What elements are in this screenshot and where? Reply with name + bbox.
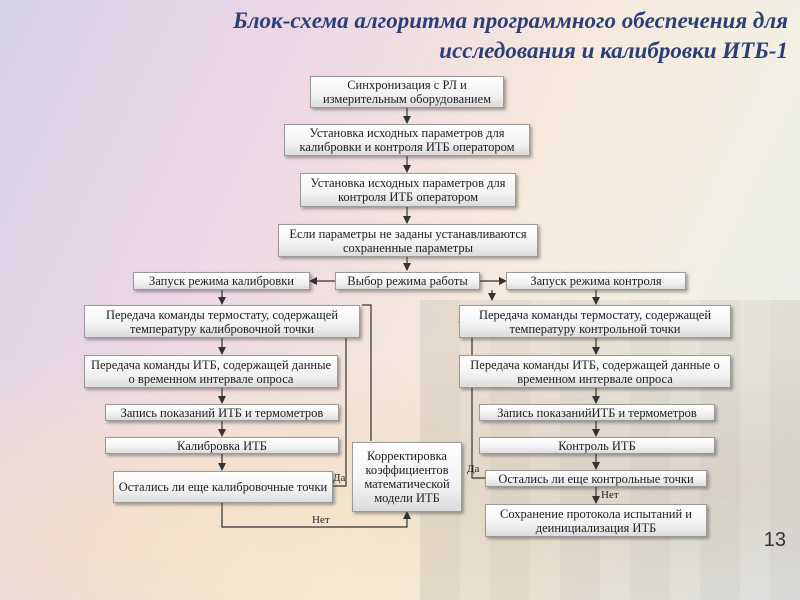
arrow-ctrl-yes-loop	[458, 318, 485, 479]
node-ctrl-itb-command: Передача команды ИТБ, содержащей данные …	[459, 355, 731, 388]
node-sync: Синхронизация с РЛ и измерительным обору…	[310, 76, 504, 108]
node-start-control: Запуск режима контроля	[506, 272, 686, 290]
node-ctrl-record-readings: Запись показанийИТБ и термометров	[479, 404, 715, 421]
title-line-1: Блок-схема алгоритма программного обеспе…	[233, 8, 788, 33]
slide-title: Блок-схема алгоритма программного обеспе…	[128, 6, 788, 66]
node-calib-thermostat-command: Передача команды термостату, содержащей …	[84, 305, 360, 338]
node-setup-calib-control: Установка исходных параметров для калибр…	[284, 124, 530, 156]
node-calibration: Калибровка ИТБ	[105, 437, 339, 454]
node-ctrl-thermostat-command: Передача команды термостату, содержащей …	[459, 305, 731, 338]
title-line-2: исследования и калибровки ИТБ-1	[439, 38, 788, 63]
node-setup-control: Установка исходных параметров для контро…	[300, 173, 516, 207]
node-control: Контроль ИТБ	[479, 437, 715, 454]
node-save-protocol: Сохранение протокола испытаний и деиници…	[485, 504, 707, 537]
arrow-calib-no-to-correction	[221, 503, 411, 528]
label-calib-yes: Да	[333, 472, 346, 484]
node-calib-itb-command: Передача команды ИТБ, содержащей данные …	[84, 355, 338, 388]
page-number: 13	[763, 529, 786, 551]
label-ctrl-yes: Да	[467, 463, 480, 475]
node-calib-points-remaining: Остались ли еще калибровочные точки	[113, 471, 333, 503]
label-calib-no: Нет	[312, 514, 330, 526]
label-ctrl-no: Нет	[601, 489, 619, 501]
node-start-calibration: Запуск режима калибровки	[133, 272, 310, 290]
arrow-correction-to-calib-thermo	[362, 304, 372, 441]
node-ctrl-points-remaining: Остались ли еще контрольные точки	[485, 470, 707, 487]
node-calib-record-readings: Запись показаний ИТБ и термометров	[105, 404, 339, 421]
node-defaults: Если параметры не заданы устанавливаются…	[278, 224, 538, 257]
node-select-mode: Выбор режима работы	[335, 272, 480, 290]
node-coefficient-correction: Корректировка коэффициентов математическ…	[352, 442, 462, 512]
